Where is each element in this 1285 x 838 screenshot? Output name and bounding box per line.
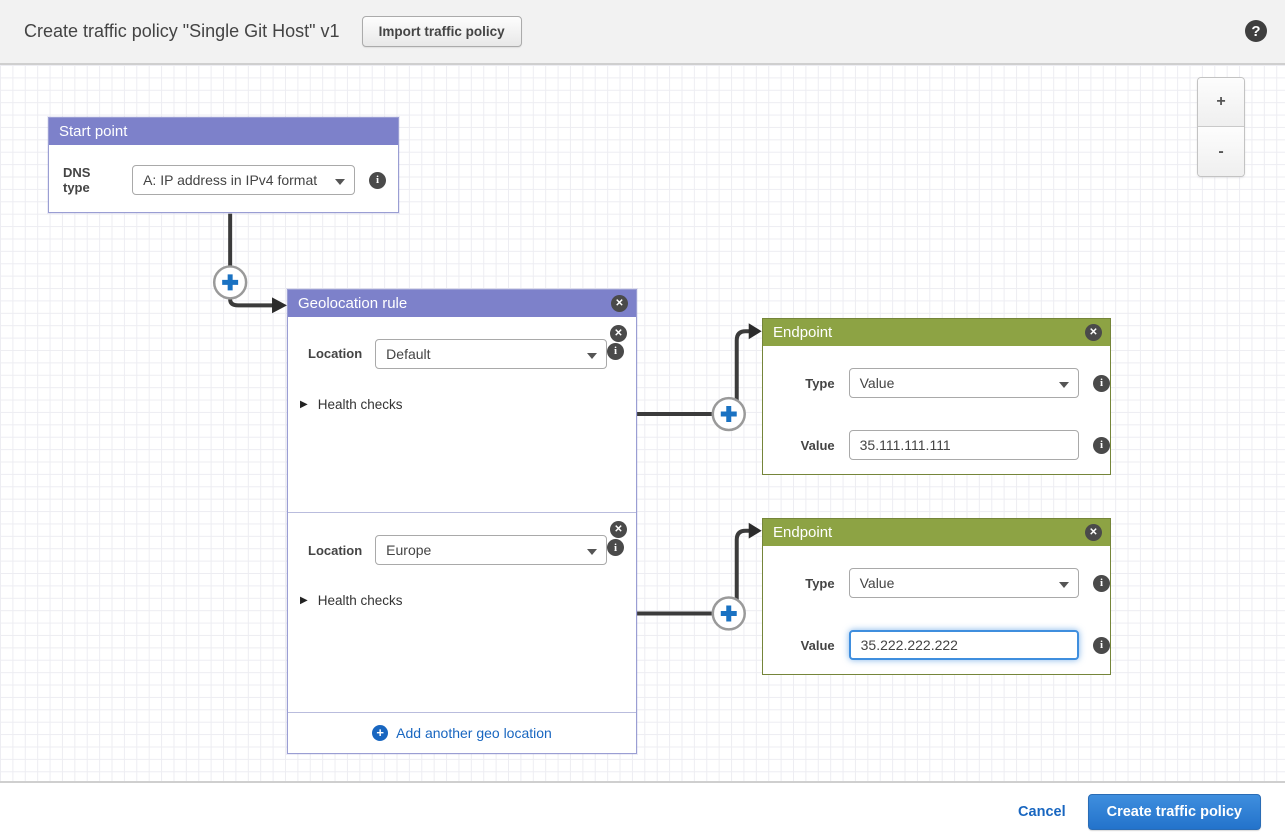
close-icon[interactable]: ✕	[610, 521, 627, 539]
app-header: Create traffic policy "Single Git Host" …	[0, 0, 1285, 65]
expander-triangle-icon: ▶	[300, 398, 308, 410]
location-value: Default	[386, 345, 431, 362]
start-point-node: Start point DNS type A: IP address in IP…	[48, 117, 399, 213]
endpoint-title: Endpoint	[773, 324, 833, 341]
canvas-zoom-controls: + -	[1197, 77, 1245, 177]
start-point-header: Start point	[49, 118, 398, 145]
close-icon[interactable]: ✕	[1085, 324, 1102, 341]
endpoint-node: Endpoint ✕ Type Value i Value i	[762, 518, 1111, 675]
endpoint-value-input[interactable]	[848, 430, 1079, 460]
cancel-button[interactable]: Cancel	[1018, 803, 1066, 820]
endpoint-title: Endpoint	[773, 524, 833, 541]
endpoint-header: Endpoint ✕	[763, 319, 1110, 346]
chevron-down-icon	[587, 352, 598, 359]
import-traffic-policy-button[interactable]: Import traffic policy	[361, 16, 522, 47]
location-info-icon[interactable]: i	[607, 539, 624, 557]
chevron-down-icon	[1059, 382, 1069, 388]
geo-location-section: ✕ Location Europe i ▶ Health checks	[288, 513, 636, 712]
location-label: Location	[308, 346, 363, 362]
location-dropdown[interactable]: Default	[375, 338, 608, 369]
geolocation-rule-header: Geolocation rule ✕	[288, 290, 636, 317]
close-icon[interactable]: ✕	[610, 324, 627, 342]
zoom-out-button[interactable]: -	[1198, 127, 1244, 176]
dns-type-info-icon[interactable]: i	[369, 171, 386, 189]
location-label: Location	[308, 542, 363, 558]
endpoint-type-label: Type	[805, 575, 835, 591]
endpoint-header: Endpoint ✕	[763, 519, 1110, 546]
add-rule-connector-button[interactable]	[212, 265, 248, 300]
health-checks-expander[interactable]: ▶ Health checks	[300, 593, 636, 608]
endpoint-value-info-icon[interactable]: i	[1093, 436, 1110, 454]
endpoint-value-label: Value	[800, 637, 835, 653]
policy-canvas: Start point DNS type A: IP address in IP…	[0, 65, 1285, 783]
geo-location-section: ✕ Location Default i ▶ Health checks	[288, 317, 636, 514]
endpoint-value-label: Value	[800, 437, 835, 453]
help-icon[interactable]: ?	[1245, 20, 1267, 42]
endpoint-value-info-icon[interactable]: i	[1093, 636, 1110, 654]
add-geo-location-link[interactable]: + Add another geo location	[288, 712, 636, 753]
endpoint-value-input[interactable]	[848, 630, 1079, 660]
add-rule-connector-button[interactable]	[711, 596, 746, 631]
geolocation-rule-title: Geolocation rule	[298, 294, 408, 312]
page-title: Create traffic policy "Single Git Host" …	[24, 21, 340, 41]
health-checks-label: Health checks	[317, 396, 403, 412]
endpoint-type-dropdown[interactable]: Value	[848, 368, 1079, 398]
location-value: Europe	[386, 542, 432, 559]
endpoint-type-label: Type	[805, 375, 835, 391]
endpoint-type-info-icon[interactable]: i	[1093, 574, 1110, 592]
close-icon[interactable]: ✕	[1085, 524, 1102, 541]
expander-triangle-icon: ▶	[300, 595, 308, 607]
endpoint-node: Endpoint ✕ Type Value i Value i	[762, 318, 1111, 475]
endpoint-type-value: Value	[859, 575, 895, 591]
dns-type-label: DNS type	[63, 165, 91, 195]
geolocation-rule-node: Geolocation rule ✕ ✕ Location Default i …	[287, 289, 637, 754]
health-checks-expander[interactable]: ▶ Health checks	[300, 397, 636, 412]
chevron-down-icon	[335, 179, 345, 185]
start-point-title: Start point	[59, 123, 128, 140]
dns-type-value: A: IP address in IPv4 format	[143, 172, 318, 188]
health-checks-label: Health checks	[317, 593, 403, 609]
endpoint-type-dropdown[interactable]: Value	[848, 568, 1079, 598]
close-icon[interactable]: ✕	[611, 295, 628, 312]
endpoint-type-info-icon[interactable]: i	[1093, 374, 1110, 392]
location-info-icon[interactable]: i	[607, 342, 624, 360]
endpoint-type-value: Value	[859, 375, 895, 391]
chevron-down-icon	[1059, 582, 1069, 588]
action-footer: Cancel Create traffic policy	[0, 785, 1285, 838]
location-dropdown[interactable]: Europe	[375, 535, 608, 566]
create-traffic-policy-button[interactable]: Create traffic policy	[1087, 793, 1261, 830]
add-rule-connector-button[interactable]	[711, 396, 746, 432]
add-geo-location-label: Add another geo location	[396, 725, 552, 742]
zoom-in-button[interactable]: +	[1198, 78, 1244, 127]
chevron-down-icon	[587, 549, 598, 556]
dns-type-dropdown[interactable]: A: IP address in IPv4 format	[132, 165, 355, 195]
plus-icon: +	[372, 725, 389, 742]
